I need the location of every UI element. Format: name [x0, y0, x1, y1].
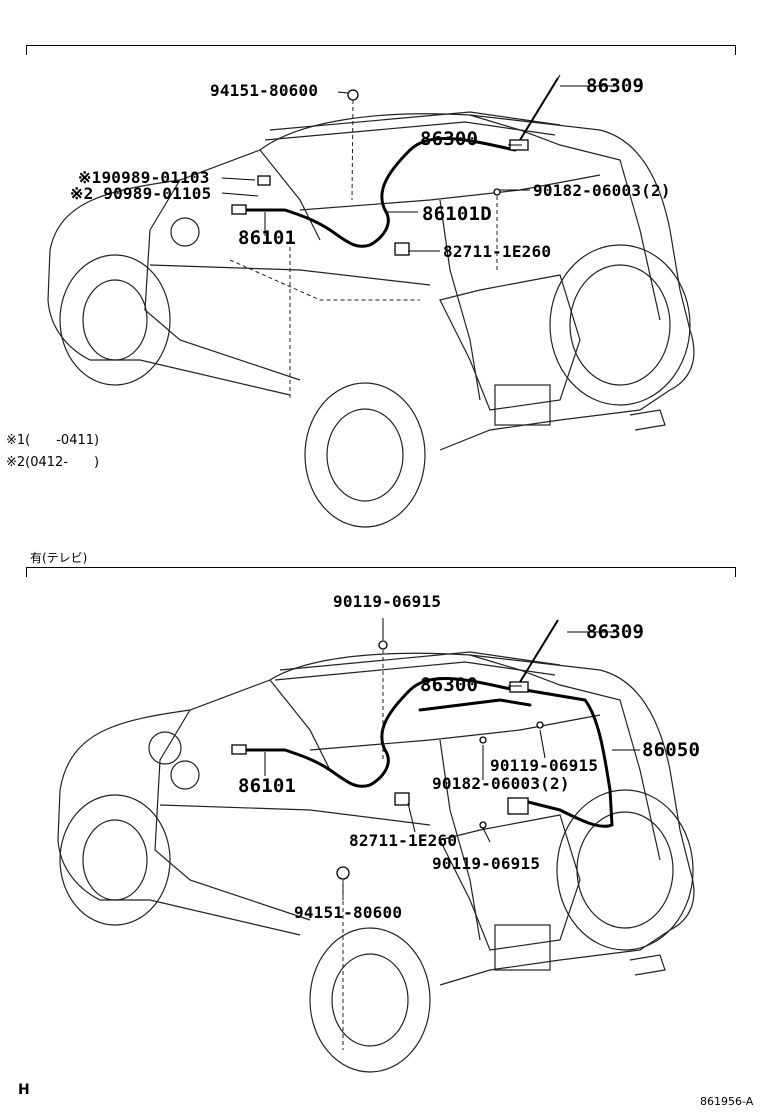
top-frame-tick-right — [735, 45, 736, 55]
label-90119-low-bottom: 90119-06915 — [432, 854, 541, 873]
label-90989-01105: ※2 90989-01105 — [70, 184, 212, 203]
bottom-vehicle-illustration — [57, 651, 695, 1073]
label-86101d-top: 86101D — [422, 203, 492, 225]
bottom-frame-tick-right — [735, 567, 736, 577]
bottom-frame-line — [26, 567, 736, 568]
bottom-leader-lines — [264, 618, 640, 1050]
bottom-antenna-wiring — [231, 619, 614, 880]
label-86300-top: 86300 — [420, 128, 479, 150]
label-82711-bottom: 82711-1E260 — [349, 831, 458, 850]
label-86300-bottom: 86300 — [420, 674, 479, 696]
label-82711-top: 82711-1E260 — [443, 242, 552, 261]
top-frame-tick — [26, 45, 27, 55]
label-90119-top-bottom: 90119-06915 — [333, 592, 442, 611]
figure-code: 861956-A — [700, 1095, 754, 1108]
label-86050-bottom: 86050 — [642, 739, 701, 761]
note-2: ※2(0412- ) — [6, 455, 100, 470]
label-90182-bottom: 90182-06003(2) — [432, 774, 570, 793]
label-86101-bottom: 86101 — [238, 775, 297, 797]
label-94151-bottom: 94151-80600 — [294, 903, 403, 922]
note-1: ※1( -0411) — [6, 433, 100, 448]
label-86101-top: 86101 — [238, 227, 297, 249]
bottom-frame-tick — [26, 567, 27, 577]
top-frame-line — [26, 45, 736, 46]
section-header-tv: 有(テレビ) — [30, 551, 88, 565]
top-vehicle-illustration — [47, 111, 695, 528]
top-leader-lines — [221, 85, 615, 270]
label-90182-top: 90182-06003(2) — [533, 181, 671, 200]
label-94151-top: 94151-80600 — [210, 81, 319, 100]
label-90119-mid-bottom: 90119-06915 — [490, 756, 599, 775]
corner-letter: H — [18, 1082, 30, 1098]
label-86309-bottom: 86309 — [586, 621, 645, 643]
label-90989-01103: ※190989-01103 — [78, 168, 210, 187]
label-86309-top: 86309 — [586, 75, 645, 97]
